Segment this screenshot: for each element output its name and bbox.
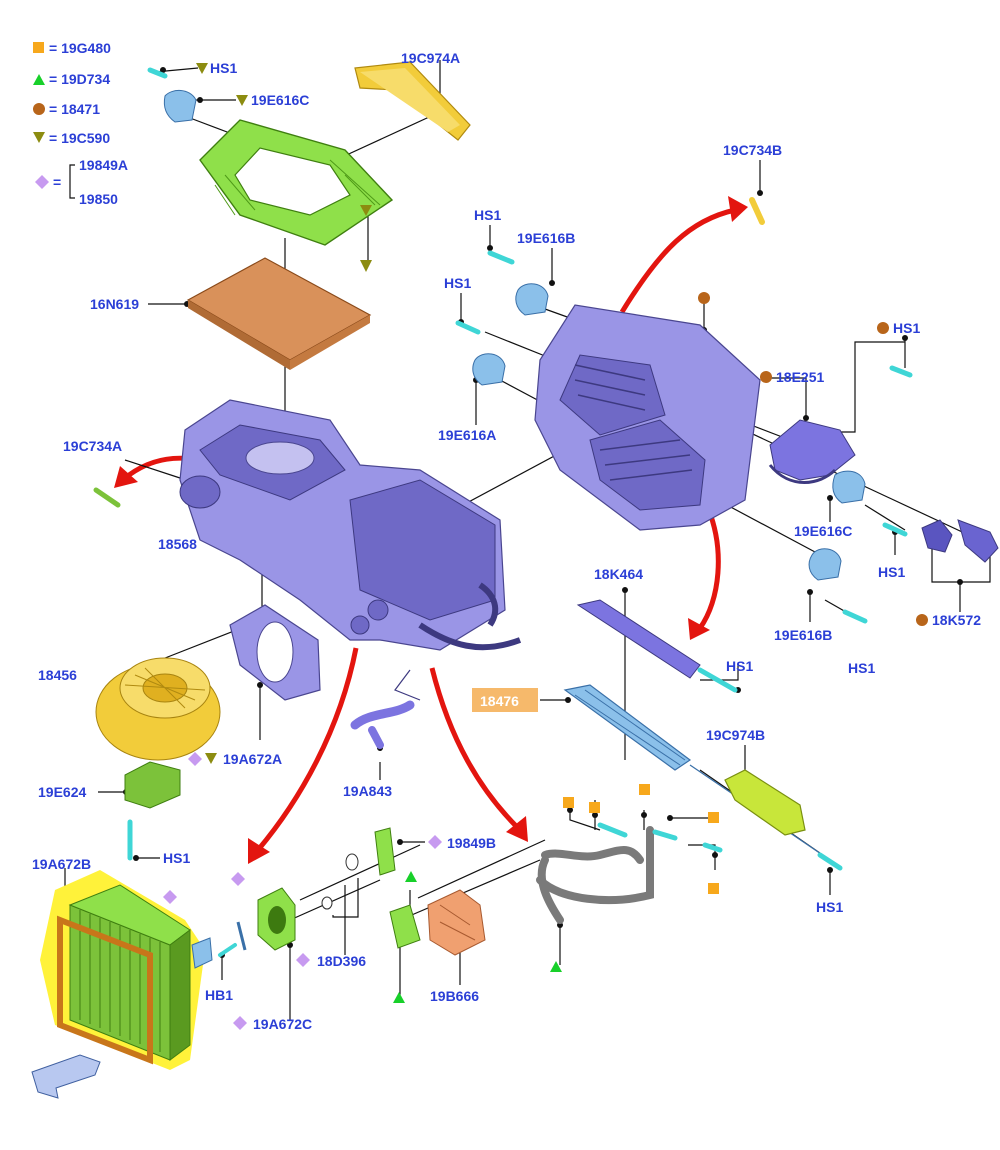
- label-18568: 18568: [158, 536, 197, 552]
- part-18476-heater: [563, 684, 843, 871]
- marker-symbols: [163, 63, 928, 1030]
- part-upper-case-right: [534, 304, 761, 531]
- legend-label-19849a: 19849A: [79, 157, 128, 173]
- label-19c974a: 19C974A: [401, 50, 460, 66]
- part-19a843: [350, 669, 421, 749]
- legend-label-19850: 19850: [79, 191, 118, 207]
- arrow-head-19c734b: [728, 196, 748, 222]
- arrow-head-tubes: [506, 816, 528, 842]
- part-labels: HS1 19E616C 19C974A 16N619 19C734B HS1 1…: [32, 50, 981, 1032]
- label-19e616c-top: 19E616C: [251, 92, 309, 108]
- part-19a672b-evaporator: [31, 870, 213, 1099]
- label-19a672c: 19A672C: [253, 1016, 312, 1032]
- part-18568-case: [179, 399, 522, 651]
- part-valves: [374, 822, 723, 956]
- label-19a843: 19A843: [343, 783, 392, 799]
- part-19e624: [124, 761, 181, 861]
- arrow-to-tubes: [429, 667, 520, 830]
- part-19a672a: [229, 604, 321, 701]
- label-18456: 18456: [38, 667, 77, 683]
- label-19e616a: 19E616A: [438, 427, 496, 443]
- legend-diamond-icon: [35, 175, 49, 189]
- label-18e251: 18E251: [776, 369, 824, 385]
- arrow-to-19c734b: [619, 207, 736, 314]
- part-19c974a: [354, 61, 471, 141]
- highlight-18476: [472, 688, 538, 712]
- label-19e616b-top: 19E616B: [517, 230, 575, 246]
- label-hs1-c: HS1: [893, 320, 920, 336]
- arrow-head-evaporator: [248, 838, 270, 864]
- part-19c974b: [724, 769, 806, 836]
- legend-label-18471: = 18471: [49, 101, 100, 117]
- label-hs1-b: HS1: [444, 275, 471, 291]
- legend-bracket: [69, 164, 75, 199]
- label-18476: 18476: [480, 693, 519, 709]
- legend-triangle-icon: [33, 74, 45, 85]
- legend-label-19d734: = 19D734: [49, 71, 110, 87]
- label-19a672a: 19A672A: [223, 751, 282, 767]
- label-19e624: 19E624: [38, 784, 86, 800]
- part-18456-blower: [95, 657, 221, 761]
- arrow-to-evaporator: [256, 647, 359, 852]
- legend-diamond-equals: =: [53, 174, 61, 190]
- label-hb1: HB1: [205, 987, 233, 1003]
- part-18k464: [576, 599, 738, 693]
- label-19b666: 19B666: [430, 988, 479, 1004]
- label-hs1-a: HS1: [474, 207, 501, 223]
- label-hs1-e: HS1: [848, 660, 875, 676]
- legend-square-icon: [33, 42, 44, 53]
- label-hs1-g: HS1: [163, 850, 190, 866]
- arrow-head-18k464: [688, 618, 710, 640]
- label-19849b: 19849B: [447, 835, 496, 851]
- label-19a672b: 19A672B: [32, 856, 91, 872]
- label-19c734b: 19C734B: [723, 142, 782, 158]
- label-18d396: 18D396: [317, 953, 366, 969]
- label-19c974b: 19C974B: [706, 727, 765, 743]
- part-green-housing: [199, 119, 394, 272]
- label-19e616c-right: 19E616C: [794, 523, 852, 539]
- arrow-to-18k464: [697, 507, 721, 630]
- legend-triangle-down-icon: [33, 132, 45, 143]
- part-16n619-filter: [186, 257, 372, 370]
- part-clips: [218, 853, 359, 957]
- label-19e616b-right: 19E616B: [774, 627, 832, 643]
- label-hs1-f: HS1: [726, 658, 753, 674]
- label-16n619: 16N619: [90, 296, 139, 312]
- arrow-head-19c734a: [114, 466, 138, 488]
- label-19c734a: 19C734A: [63, 438, 122, 454]
- label-18k572: 18K572: [932, 612, 981, 628]
- label-hs1-h: HS1: [816, 899, 843, 915]
- legend: = 19G480 = 19D734 = 18471 = 19C590 = 198…: [33, 40, 128, 207]
- legend-circle-icon: [33, 103, 45, 115]
- label-hs1-d: HS1: [878, 564, 905, 580]
- part-top-actuator: [147, 67, 197, 123]
- legend-label-19g480: = 19G480: [49, 40, 111, 56]
- label-18k464: 18K464: [594, 566, 643, 582]
- part-actuators-right: [93, 197, 999, 624]
- label-hs1-top: HS1: [210, 60, 237, 76]
- legend-label-19c590: = 19C590: [49, 130, 110, 146]
